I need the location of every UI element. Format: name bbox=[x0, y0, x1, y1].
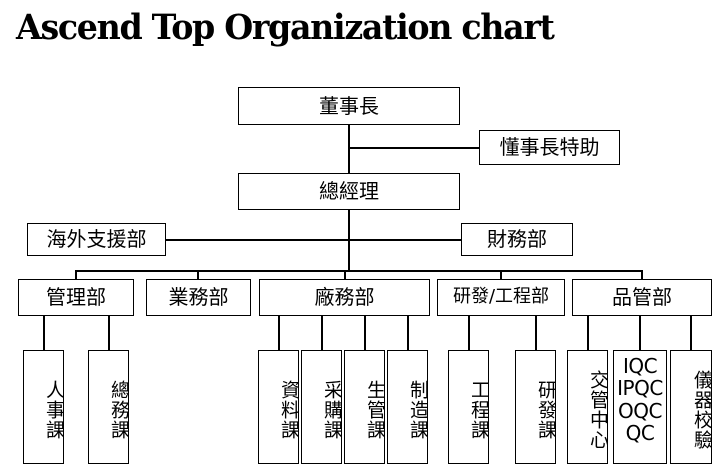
connector-bus-to-rd-eng bbox=[500, 270, 502, 280]
node-plant-dept[interactable]: 廠務部 bbox=[259, 279, 430, 316]
node-hr-section[interactable]: 人事課 bbox=[23, 350, 64, 464]
node-materials-section[interactable]: 資料課 bbox=[258, 350, 299, 464]
node-qa-dept[interactable]: 品管部 bbox=[572, 279, 712, 316]
connector-admin-to-general-affairs bbox=[108, 315, 110, 351]
connector-qa-to-delivery-center bbox=[587, 315, 589, 351]
qc-line-qc: QC bbox=[625, 421, 655, 446]
connector-rd-eng-to-rd bbox=[535, 315, 537, 351]
connector-qa-to-qc-group bbox=[639, 315, 641, 351]
qc-line-iqc: IQC bbox=[622, 354, 658, 378]
node-rd-section[interactable]: 研發課 bbox=[515, 350, 556, 464]
connector-departments-bus bbox=[75, 270, 643, 272]
node-chairman-assistant[interactable]: 懂事長特助 bbox=[479, 130, 620, 165]
connector-rd-eng-to-engineering bbox=[468, 315, 470, 351]
connector-qa-to-instrument-cal bbox=[690, 315, 692, 351]
connector-chairman-assistant bbox=[348, 147, 479, 149]
connector-plant-to-prod-control bbox=[364, 315, 366, 351]
node-engineering-section[interactable]: 工程課 bbox=[448, 350, 489, 464]
node-finance-dept[interactable]: 財務部 bbox=[461, 223, 573, 256]
qc-line-ipqc: IPQC bbox=[617, 376, 663, 401]
node-chairman[interactable]: 董事長 bbox=[238, 87, 460, 125]
node-delivery-control-center[interactable]: 交管中心 bbox=[567, 350, 608, 464]
node-admin-dept[interactable]: 管理部 bbox=[18, 279, 134, 316]
connector-overseas-finance bbox=[166, 239, 461, 241]
node-manufacturing-section[interactable]: 制造課 bbox=[387, 350, 428, 464]
node-rd-engineering-dept[interactable]: 研發/工程部 bbox=[437, 279, 565, 316]
node-instrument-calibration[interactable]: 儀器校驗 bbox=[670, 350, 712, 464]
node-sales-dept[interactable]: 業務部 bbox=[146, 279, 251, 316]
connector-plant-to-materials bbox=[278, 315, 280, 351]
connector-plant-to-manufacturing bbox=[407, 315, 409, 351]
node-general-affairs-section[interactable]: 總務課 bbox=[88, 350, 129, 464]
connector-plant-to-purchasing bbox=[321, 315, 323, 351]
qc-line-oqc: OQC bbox=[618, 398, 662, 423]
node-general-manager[interactable]: 總經理 bbox=[238, 173, 460, 210]
connector-bus-to-plant bbox=[344, 270, 346, 280]
connector-bus-to-admin bbox=[75, 270, 77, 280]
page-title: Ascend Top Organization chart bbox=[16, 7, 555, 48]
node-purchasing-section[interactable]: 采購課 bbox=[301, 350, 342, 464]
connector-admin-to-hr bbox=[43, 315, 45, 351]
connector-bus-to-qa bbox=[641, 270, 643, 280]
node-qc-group[interactable]: IQC IPQC OQC QC bbox=[613, 350, 667, 464]
node-overseas-support[interactable]: 海外支援部 bbox=[27, 223, 166, 256]
node-production-control-section[interactable]: 生管課 bbox=[344, 350, 385, 464]
connector-bus-to-sales bbox=[197, 270, 199, 280]
